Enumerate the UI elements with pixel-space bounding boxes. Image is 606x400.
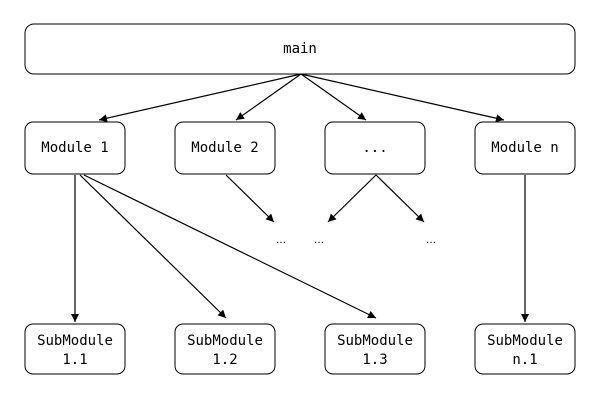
node-submodule-1-3: SubModule 1.3 (324, 323, 426, 375)
edge-module-2-ellipsis (225, 174, 275, 223)
node-module-dots-label: ... (362, 140, 387, 156)
node-submodule-1-3-line1: SubModule (337, 333, 413, 349)
node-submodule-1-1-line2: 1.1 (62, 352, 87, 368)
node-main-label: main (283, 41, 317, 57)
edge-module-1-sub-1-3 (83, 174, 377, 319)
edge-main-module-2 (235, 73, 302, 121)
edge-module-dots-ellipsis-right (375, 174, 425, 223)
node-module-2-label: Module 2 (191, 140, 258, 156)
edge-main-module-1 (98, 73, 302, 123)
node-submodule-1-2: SubModule 1.2 (174, 323, 276, 375)
edge-module-dots-ellipsis-left (327, 174, 377, 223)
node-module-1: Module 1 (24, 121, 126, 175)
edges (71, 73, 529, 322)
node-module-n-label: Module n (491, 140, 558, 156)
node-submodule-n-1: SubModule n.1 (474, 323, 576, 375)
node-submodule-n-1-line1: SubModule (487, 333, 563, 349)
ellipsis-dots-left-children: … (314, 235, 324, 246)
edge-module-1-sub-1-2 (79, 174, 227, 319)
node-module-dots: ... (324, 121, 426, 175)
node-submodule-1-3-line2: 1.3 (362, 352, 387, 368)
node-submodule-1-2-line2: 1.2 (212, 352, 237, 368)
ellipsis-module-2-children: … (276, 235, 286, 246)
node-submodule-1-1-line1: SubModule (37, 333, 113, 349)
node-submodule-1-2-line1: SubModule (187, 333, 263, 349)
edge-main-module-dots (300, 73, 367, 121)
node-main: main (24, 23, 576, 75)
node-submodule-1-1: SubModule 1.1 (24, 323, 126, 375)
edge-main-module-n (300, 73, 505, 123)
node-module-2: Module 2 (174, 121, 276, 175)
node-module-1-label: Module 1 (41, 140, 108, 156)
ellipsis-dots-right-children: … (426, 235, 436, 246)
node-module-n: Module n (474, 121, 576, 175)
node-submodule-n-1-line2: n.1 (512, 352, 537, 368)
